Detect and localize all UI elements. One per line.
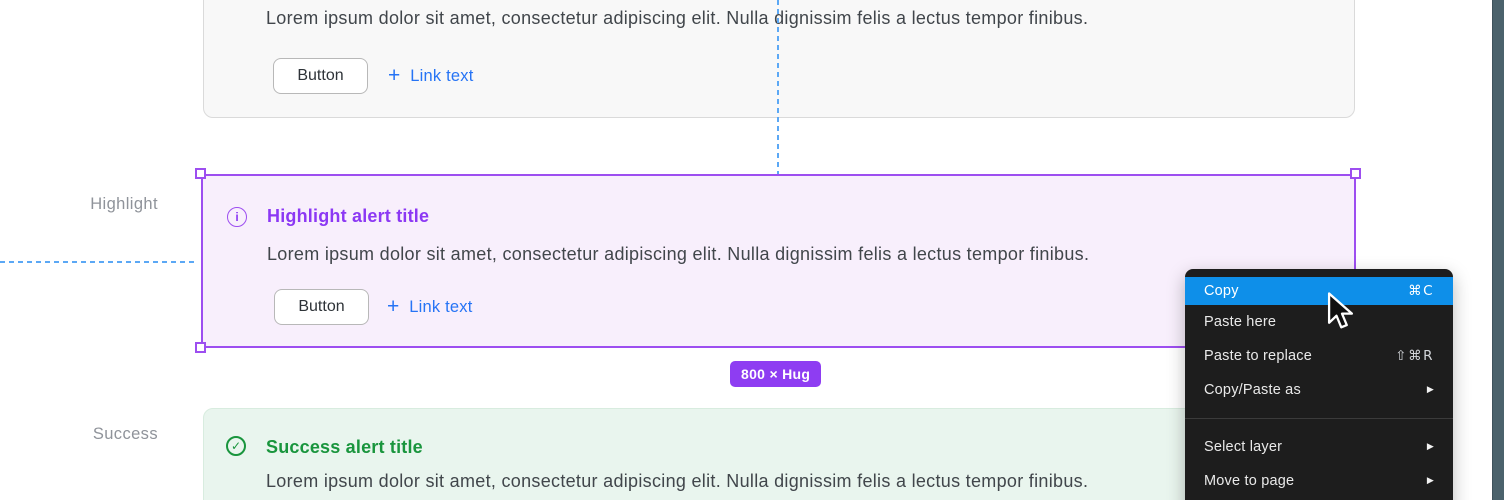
menu-item-copy-paste-as[interactable]: Copy/Paste as ▶ bbox=[1185, 373, 1453, 407]
menu-item-label: Copy/Paste as bbox=[1204, 382, 1301, 398]
menu-item-shortcut: ⌘C bbox=[1408, 283, 1434, 299]
top-alert-button[interactable]: Button bbox=[273, 58, 368, 94]
highlight-alert-title: Highlight alert title bbox=[267, 206, 430, 226]
menu-item-label: Select layer bbox=[1204, 439, 1283, 455]
button-label: Button bbox=[297, 67, 344, 84]
window-edge-strip bbox=[1492, 0, 1504, 500]
selection-handle-top-right[interactable] bbox=[1350, 168, 1361, 179]
menu-item-label: Paste here bbox=[1204, 314, 1277, 330]
menu-item-move-to-page[interactable]: Move to page ▶ bbox=[1185, 464, 1453, 498]
check-icon-glyph: ✓ bbox=[230, 439, 242, 453]
section-label-highlight: Highlight bbox=[90, 195, 158, 213]
link-label: Link text bbox=[409, 297, 473, 316]
menu-item-paste-to-replace[interactable]: Paste to replace ⇧⌘R bbox=[1185, 339, 1453, 373]
success-alert-title: Success alert title bbox=[266, 437, 423, 457]
menu-item-label: Paste to replace bbox=[1204, 348, 1312, 364]
menu-separator bbox=[1185, 418, 1453, 419]
top-alert-link[interactable]: + Link text bbox=[388, 63, 474, 89]
menu-item-label: Move to page bbox=[1204, 473, 1295, 489]
menu-item-label: Copy bbox=[1204, 283, 1239, 299]
menu-item-select-layer[interactable]: Select layer ▶ bbox=[1185, 430, 1453, 464]
button-label: Button bbox=[298, 298, 345, 315]
info-icon: i bbox=[227, 207, 247, 227]
top-alert-body: Lorem ipsum dolor sit amet, consectetur … bbox=[266, 8, 1089, 28]
success-alert-body: Lorem ipsum dolor sit amet, consectetur … bbox=[266, 471, 1089, 491]
menu-item-paste-here[interactable]: Paste here bbox=[1185, 305, 1453, 339]
horizontal-guide-line bbox=[0, 261, 198, 263]
menu-item-copy[interactable]: Copy ⌘C bbox=[1185, 277, 1453, 305]
section-label-success: Success bbox=[92, 425, 158, 443]
success-alert-card[interactable]: ✓ Success alert title Lorem ipsum dolor … bbox=[203, 408, 1355, 500]
context-menu: Copy ⌘C Paste here Paste to replace ⇧⌘R … bbox=[1185, 269, 1453, 500]
size-badge-label: 800 × Hug bbox=[741, 366, 811, 382]
highlight-alert-button[interactable]: Button bbox=[274, 289, 369, 325]
selection-handle-top-left[interactable] bbox=[195, 168, 206, 179]
check-circle-icon: ✓ bbox=[226, 436, 246, 456]
highlight-alert-body: Lorem ipsum dolor sit amet, consectetur … bbox=[267, 244, 1090, 264]
highlight-alert-link[interactable]: + Link text bbox=[387, 294, 473, 320]
selection-handle-bottom-left[interactable] bbox=[195, 342, 206, 353]
top-alert-card[interactable]: Lorem ipsum dolor sit amet, consectetur … bbox=[203, 0, 1355, 118]
mouse-cursor-icon bbox=[1327, 292, 1354, 329]
size-badge: 800 × Hug bbox=[730, 361, 822, 387]
vertical-guide-line bbox=[777, 0, 779, 174]
submenu-arrow-icon: ▶ bbox=[1426, 476, 1434, 486]
info-icon-glyph: i bbox=[235, 210, 239, 224]
submenu-arrow-icon: ▶ bbox=[1426, 442, 1434, 452]
plus-icon: + bbox=[388, 64, 401, 87]
link-label: Link text bbox=[410, 66, 474, 85]
plus-icon: + bbox=[387, 295, 400, 318]
menu-item-shortcut: ⇧⌘R bbox=[1395, 348, 1434, 364]
submenu-arrow-icon: ▶ bbox=[1426, 385, 1434, 395]
highlight-alert-card[interactable]: i Highlight alert title Lorem ipsum dolo… bbox=[201, 174, 1356, 348]
